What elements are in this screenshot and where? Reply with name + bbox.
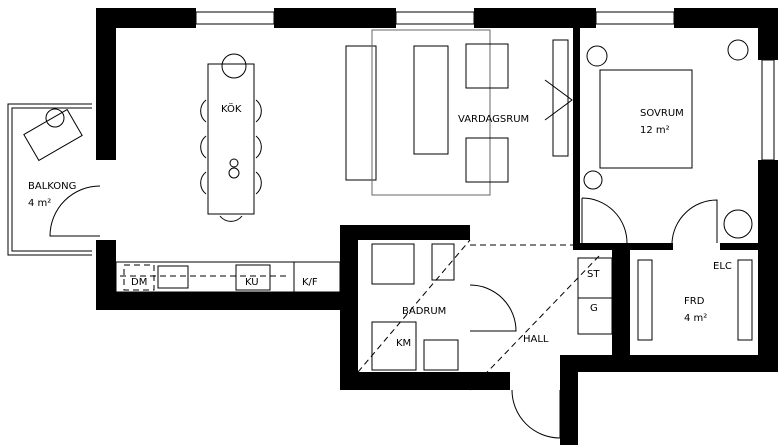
bedroom-furniture [581, 39, 753, 244]
wardrobe-label: ST [587, 269, 600, 280]
electrical-label: ELC [713, 261, 732, 272]
dishwasher-label: DM [131, 277, 147, 288]
windows [195, 11, 775, 161]
bathroom-label: BADRUM [402, 306, 446, 317]
hall-label: HALL [523, 334, 549, 345]
storage-label: FRD [684, 296, 705, 307]
bedroom-label: SOVRUM [640, 108, 684, 119]
walls [96, 8, 778, 445]
storage-area: 4 m² [684, 313, 707, 324]
hall-furniture [469, 244, 753, 439]
bedroom-area: 12 m² [640, 125, 670, 136]
fridge-label: KU [245, 277, 259, 288]
kitchen-furniture [115, 53, 341, 293]
balcony [7, 103, 101, 256]
kitchen-label: KÖK [221, 102, 242, 115]
washing-machine-label: KM [396, 338, 411, 349]
living-furniture [345, 29, 573, 196]
balcony-label: BALKONG [28, 181, 76, 192]
kf-label: K/F [302, 277, 318, 288]
bathroom-furniture [357, 239, 517, 373]
living-room-label: VARDAGSRUM [458, 114, 529, 125]
g-label: G [590, 303, 598, 314]
balcony-area: 4 m² [28, 198, 51, 209]
